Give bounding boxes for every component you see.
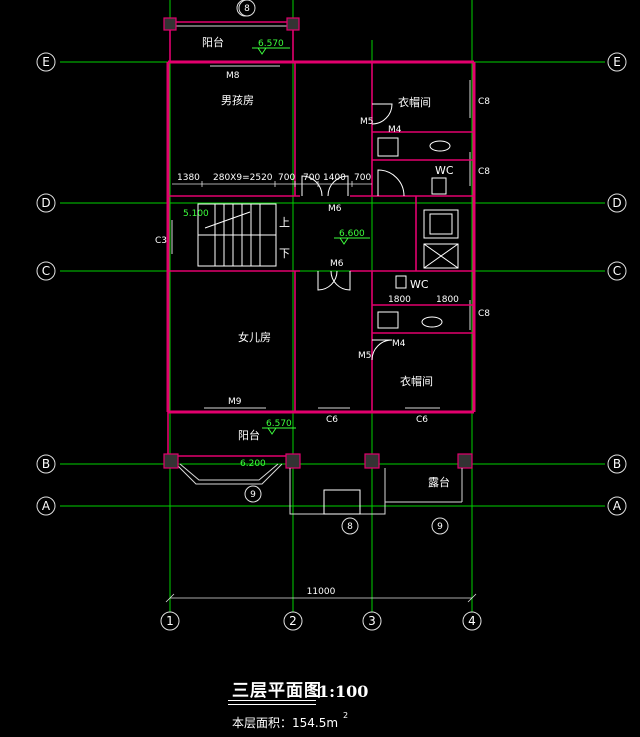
interior-walls xyxy=(168,62,474,412)
title-underline-thin xyxy=(228,704,316,705)
dim-1400: 1400 xyxy=(323,173,346,183)
overall-dimension: 11000 xyxy=(165,587,477,603)
dim-1800-b: 1800 xyxy=(436,295,459,305)
axis-label: 1 xyxy=(166,614,174,628)
axis-label: B xyxy=(42,457,50,471)
axis-label: C xyxy=(613,264,621,278)
axis-label: C xyxy=(42,264,50,278)
axis-bubble-C-left: C xyxy=(36,261,56,281)
axis-label: A xyxy=(42,499,51,513)
room-label-boys: 男孩房 xyxy=(221,94,254,107)
axis-label: D xyxy=(41,196,50,210)
room-label-wc-mid: WC xyxy=(410,278,429,291)
floor-area-label: 本层面积：154.5m xyxy=(232,716,339,730)
title-underline xyxy=(228,700,316,701)
floor-area-superscript: 2 xyxy=(343,711,349,720)
tag-c8-top: C8 xyxy=(478,97,490,107)
drawing-scale: 1:100 xyxy=(318,682,369,701)
staircase: 上 下 5.100 xyxy=(183,203,290,267)
section-mark-text: 8 xyxy=(347,522,353,532)
section-mark-text: 9 xyxy=(250,490,256,500)
axis-label: 2 xyxy=(289,614,297,628)
section-mark-text: 8 xyxy=(244,4,250,14)
tag-c6-a: C6 xyxy=(326,415,338,425)
axis-bubble-A-right: A xyxy=(607,496,627,516)
terrace-area: 露台 xyxy=(289,468,463,515)
axis-bubble-2: 2 xyxy=(283,611,303,631)
axis-label: E xyxy=(613,55,621,69)
dim-stair-run: 280X9=2520 xyxy=(213,173,273,183)
elevator-shaft xyxy=(423,209,459,269)
tag-m4-bottom: M4 xyxy=(392,339,406,349)
overall-dimension-text: 11000 xyxy=(307,587,336,597)
tag-m6-mid: M6 xyxy=(330,259,344,269)
axis-label: E xyxy=(42,55,50,69)
dim-700-c: 700 xyxy=(354,173,371,183)
room-label-closet-bottom: 衣帽间 xyxy=(400,374,433,388)
axis-label: 3 xyxy=(368,614,376,628)
wc-bottom-fixtures xyxy=(377,275,443,329)
tag-c8-mid: C8 xyxy=(478,167,490,177)
axis-bubble-E-right: E xyxy=(607,52,627,72)
dim-700-b: 700 xyxy=(303,173,320,183)
dim-1380: 1380 xyxy=(177,173,200,183)
axis-bubble-4: 4 xyxy=(462,611,482,631)
tag-m6-top: M6 xyxy=(328,204,342,214)
elevation-stair-landing: 5.100 xyxy=(183,209,209,219)
section-mark-1: 8 xyxy=(238,0,256,17)
axis-bubble-1: 1 xyxy=(160,611,180,631)
tag-c3: C3 xyxy=(155,236,167,246)
section-mark-2: 9 xyxy=(244,485,262,503)
balcony-top-label: 阳台 xyxy=(202,35,224,49)
axis-label: D xyxy=(612,196,621,210)
axis-label: B xyxy=(613,457,621,471)
axis-bubble-B-right: B xyxy=(607,454,627,474)
axis-bubble-D-left: D xyxy=(36,193,56,213)
tag-m9: M9 xyxy=(228,397,242,407)
axis-bubble-E-left: E xyxy=(36,52,56,72)
wc-top-fixtures xyxy=(377,137,451,197)
axis-label: 4 xyxy=(468,614,476,628)
drawing-title-block: 三层平面图 1:100 本层面积：154.5m 2 xyxy=(200,676,500,736)
hall-elevation-mark: 6.600 xyxy=(334,229,370,245)
section-mark-4: 9 xyxy=(431,517,449,535)
axis-bubble-B-left: B xyxy=(36,454,56,474)
door-swings xyxy=(301,103,393,361)
interior-dimension-strip: 1380 280X9=2520 700 700 1400 700 1800 18… xyxy=(172,173,459,305)
room-label-wc-top: WC xyxy=(435,164,454,177)
tag-m5-top: M5 xyxy=(360,117,374,127)
elevation-bottom-balcony: 6.570 xyxy=(266,419,292,429)
tag-m8: M8 xyxy=(226,71,240,81)
bottom-balcony: 阳台 6.570 6.200 xyxy=(163,412,473,485)
elevation-top-balcony: 6.570 xyxy=(258,39,284,49)
axis-bubble-3: 3 xyxy=(362,611,382,631)
balcony-bottom-label: 阳台 xyxy=(238,428,260,442)
axis-label: A xyxy=(613,499,622,513)
tag-c8-bottom: C8 xyxy=(478,309,490,319)
axis-bubble-C-right: C xyxy=(607,261,627,281)
stair-up-label: 上 xyxy=(279,216,290,229)
section-mark-3: 8 xyxy=(341,517,359,535)
drawing-title: 三层平面图 xyxy=(232,681,322,701)
dim-700-a: 700 xyxy=(278,173,295,183)
axis-bubble-A-left: A xyxy=(36,496,56,516)
dim-1800-a: 1800 xyxy=(388,295,411,305)
tag-m4-top: M4 xyxy=(388,125,402,135)
room-label-closet-top: 衣帽间 xyxy=(398,95,431,109)
elevation-bay: 6.200 xyxy=(240,459,266,469)
elevation-hall: 6.600 xyxy=(339,229,365,239)
tag-m5-bottom: M5 xyxy=(358,351,372,361)
axis-bubble-D-right: D xyxy=(607,193,627,213)
section-mark-text: 9 xyxy=(437,522,443,532)
stair-down-label: 下 xyxy=(279,247,290,260)
terrace-label: 露台 xyxy=(428,475,450,489)
room-label-girls: 女儿房 xyxy=(238,330,271,344)
tag-c6-b: C6 xyxy=(416,415,428,425)
exterior-walls xyxy=(166,60,476,414)
